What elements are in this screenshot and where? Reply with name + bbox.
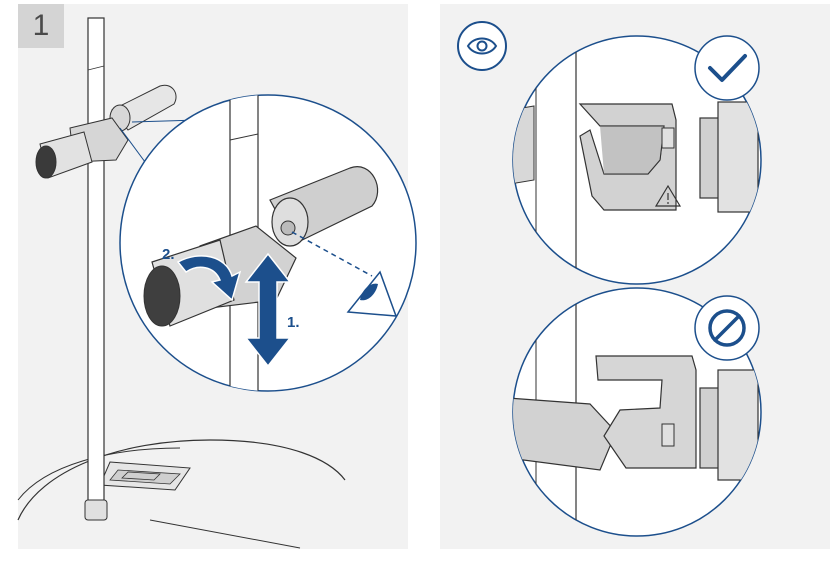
eye-view-icon — [346, 270, 398, 317]
zoom-leader-line — [119, 127, 149, 167]
eye-icon — [457, 21, 507, 71]
rotate-arrow-icon — [176, 255, 242, 302]
correct-detail-circle — [512, 35, 762, 285]
sight-line — [291, 231, 373, 277]
callout-lift: 1. — [287, 314, 300, 331]
vertical-rod — [84, 17, 108, 521]
clamp-small — [35, 84, 177, 179]
double-arrow-vertical-icon — [244, 252, 292, 368]
checkmark-icon — [694, 35, 760, 101]
warning-triangle-icon — [654, 184, 682, 207]
base-stand — [17, 439, 346, 549]
prohibited-icon — [694, 295, 760, 361]
step-number-badge: 1 — [18, 4, 64, 48]
incorrect-detail-circle — [512, 287, 762, 537]
zoom-detail-circle — [119, 94, 417, 392]
callout-rotate: 2. — [162, 246, 175, 263]
